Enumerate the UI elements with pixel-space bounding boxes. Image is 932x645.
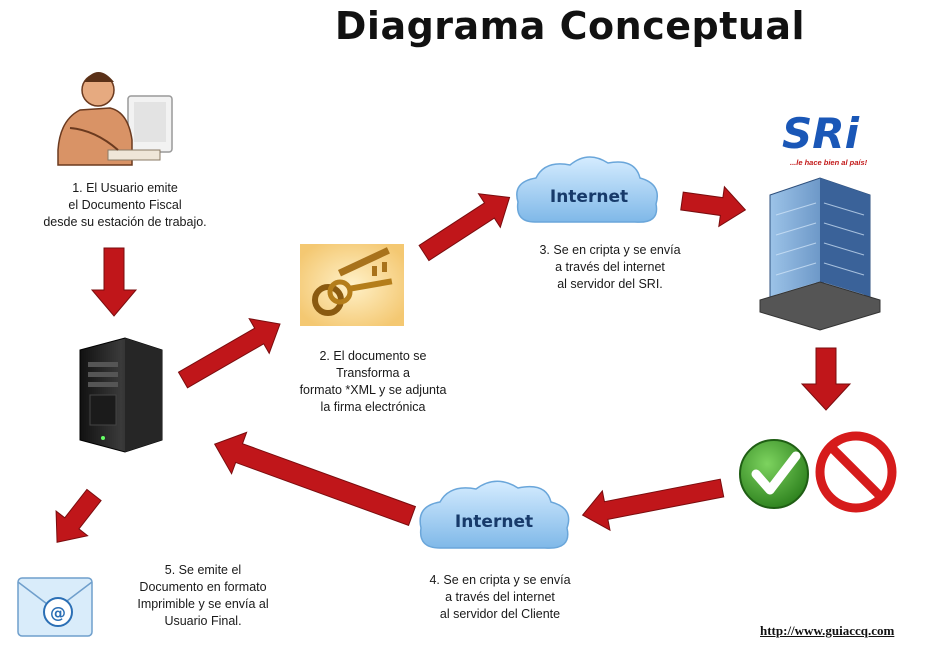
arrow-icon [800,347,852,411]
sri-building-icon [759,177,881,331]
cloud-icon [419,480,570,549]
arrow-icon [680,185,747,228]
cloud-bottom-label: Internet [455,512,533,532]
step-1-caption: 1. El Usuario emite el Documento Fiscal … [43,181,207,229]
step-4-caption: 4. Se en cripta y se envía a través del … [429,573,571,621]
arrow-icon [418,193,511,262]
check-icon [739,439,809,509]
cloud-top-label: Internet [550,187,628,207]
arrow-icon [90,247,138,317]
keys-icon [300,244,404,326]
arrow-icon [177,318,281,389]
prohibited-icon [815,431,897,513]
source-url[interactable]: http://www.guiaccq.com [760,623,895,638]
arrow-icon [581,478,725,532]
svg-text:@: @ [50,603,66,622]
email-icon: @ [17,577,93,637]
step-2-caption: 2. El documento se Transforma a formato … [299,349,447,414]
arrow-icon [55,488,102,543]
cloud-icon [516,156,658,223]
sri-logo-text: SRi [782,109,860,158]
step-5-caption: 5. Se emite el Documento en formato Impr… [137,563,269,628]
arrow-icon [213,431,417,527]
user-at-computer-icon [57,72,173,166]
step-3-caption: 3. Se en cripta y se envía a través del … [539,243,681,291]
server-tower-icon [79,337,163,453]
page-title: Diagrama Conceptual [334,4,806,48]
sri-logo: SRi ...le hace bien al país! [782,109,868,167]
sri-tagline: ...le hace bien al país! [790,158,868,167]
